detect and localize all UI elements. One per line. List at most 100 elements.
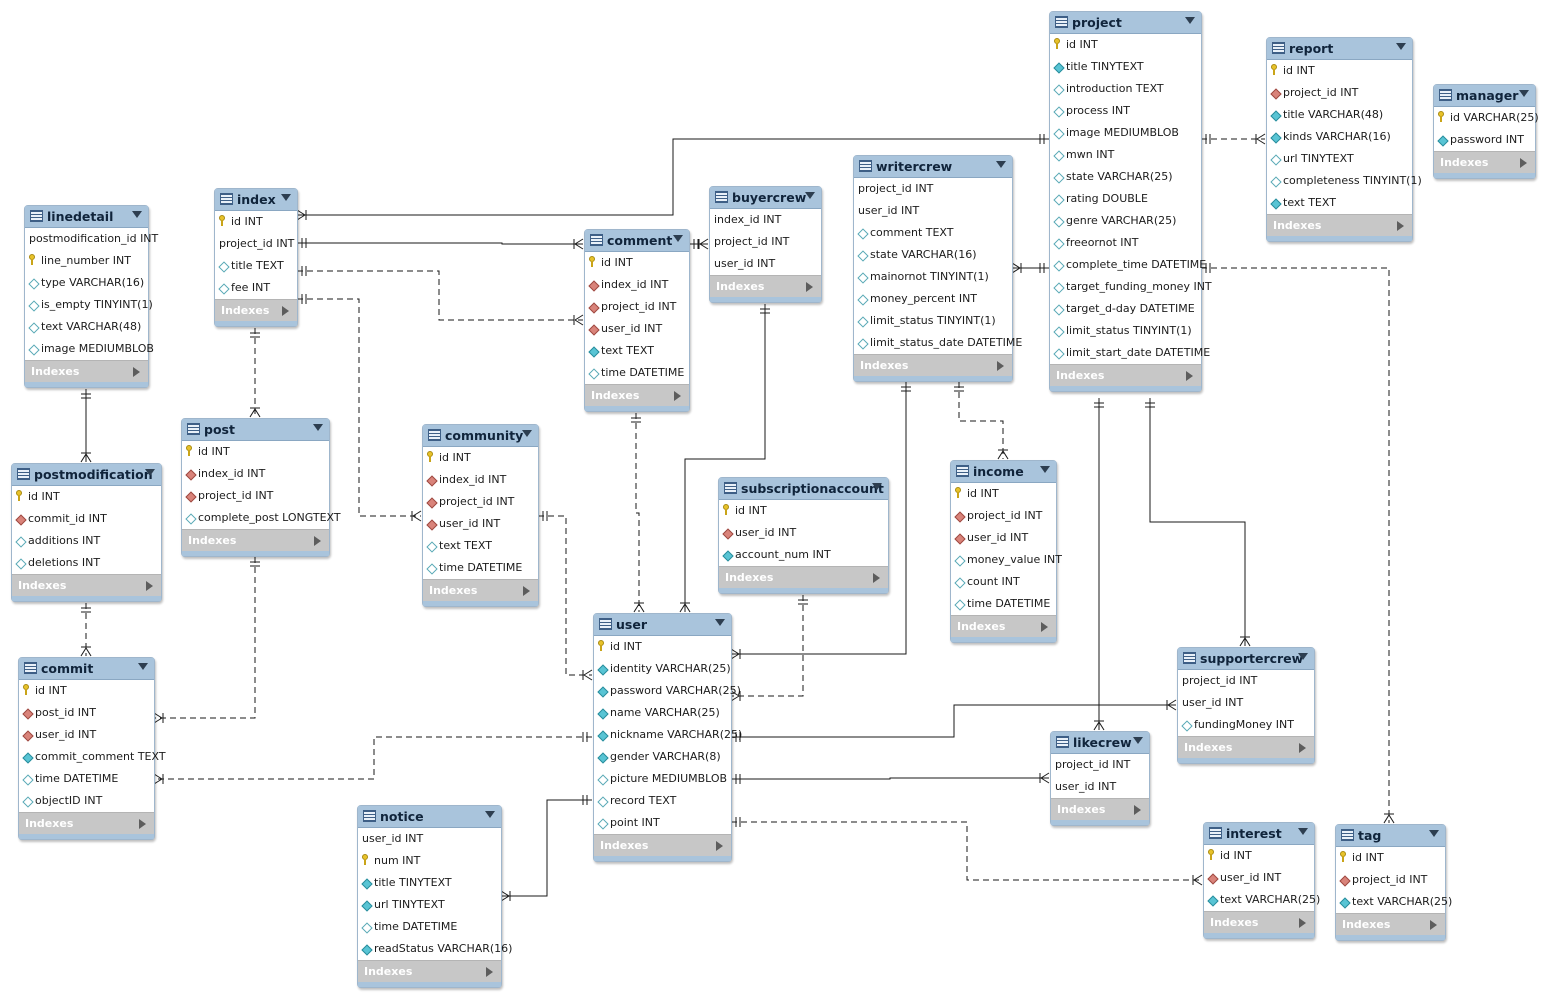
collapse-arrow-icon[interactable] [1519,90,1529,97]
column-row[interactable]: id INT [1267,60,1412,82]
collapse-arrow-icon[interactable] [805,192,815,199]
column-row[interactable]: user_id INT [719,522,888,544]
table-header[interactable]: post [182,419,329,441]
collapse-arrow-icon[interactable] [1040,466,1050,473]
collapse-arrow-icon[interactable] [1396,43,1406,50]
column-row[interactable]: url TINYTEXT [358,894,501,916]
table-header[interactable]: interest [1204,823,1314,845]
column-row[interactable]: text VARCHAR(25) [1336,891,1452,913]
column-row[interactable]: picture MEDIUMBLOB [594,768,731,790]
column-row[interactable]: time DATETIME [951,593,1056,615]
collapse-arrow-icon[interactable] [673,235,683,242]
table-header[interactable]: report [1267,38,1412,60]
indexes-section[interactable]: Indexes [1178,736,1314,758]
table-header[interactable]: buyercrew [710,187,821,209]
expand-arrow-icon[interactable] [674,391,681,401]
column-row[interactable]: completeness TINYINT(1) [1267,170,1422,192]
column-row[interactable]: title TEXT [215,255,297,277]
table-header[interactable]: supportercrew [1178,648,1314,670]
table-header[interactable]: postmodification [12,464,161,486]
relationship-user-comment[interactable] [635,413,640,612]
column-row[interactable]: password VARCHAR(25) [594,680,741,702]
collapse-arrow-icon[interactable] [132,211,142,218]
column-row[interactable]: user_id INT [710,253,821,275]
expand-arrow-icon[interactable] [1397,221,1404,231]
expand-arrow-icon[interactable] [806,282,813,292]
column-row[interactable]: id INT [423,447,538,469]
indexes-section[interactable]: Indexes [1204,911,1314,933]
column-row[interactable]: text TEXT [585,340,689,362]
collapse-arrow-icon[interactable] [1185,17,1195,24]
column-row[interactable]: line_number INT [25,250,148,272]
column-row[interactable]: type VARCHAR(16) [25,272,148,294]
table-header[interactable]: commit [19,658,154,680]
column-row[interactable]: project_id INT [182,485,329,507]
relationship-index-comment[interactable] [297,242,583,245]
indexes-section[interactable]: Indexes [1336,913,1445,935]
collapse-arrow-icon[interactable] [138,663,148,670]
column-row[interactable]: gender VARCHAR(8) [594,746,731,768]
column-row[interactable]: limit_status TINYINT(1) [854,310,1012,332]
table-header[interactable]: user [594,614,731,636]
relationship-user-likecrew[interactable] [731,777,1049,780]
column-row[interactable]: rating DOUBLE [1050,188,1201,210]
column-row[interactable]: id INT [719,500,888,522]
collapse-arrow-icon[interactable] [1298,653,1308,660]
column-row[interactable]: index_id INT [585,274,689,296]
column-row[interactable]: project_id INT [710,231,821,253]
column-row[interactable]: complete_time DATETIME [1050,254,1206,276]
collapse-arrow-icon[interactable] [872,483,882,490]
column-row[interactable]: title VARCHAR(48) [1267,104,1412,126]
column-row[interactable]: id INT [12,486,161,508]
column-row[interactable]: state VARCHAR(25) [1050,166,1201,188]
column-row[interactable]: project_id INT [423,491,538,513]
indexes-section[interactable]: Indexes [585,384,689,406]
expand-arrow-icon[interactable] [139,819,146,829]
column-row[interactable]: money_percent INT [854,288,1012,310]
expand-arrow-icon[interactable] [282,306,289,316]
column-row[interactable]: comment TEXT [854,222,1012,244]
collapse-arrow-icon[interactable] [996,161,1006,168]
column-row[interactable]: text TEXT [1267,192,1412,214]
column-row[interactable]: limit_status_date DATETIME [854,332,1022,354]
relationship-user-community[interactable] [538,515,592,676]
column-row[interactable]: title TINYTEXT [358,872,501,894]
column-row[interactable]: time DATETIME [585,362,689,384]
collapse-arrow-icon[interactable] [1133,737,1143,744]
column-row[interactable]: id INT [585,252,689,274]
column-row[interactable]: deletions INT [12,552,161,574]
collapse-arrow-icon[interactable] [522,430,532,437]
column-row[interactable]: user_id INT [1178,692,1314,714]
indexes-section[interactable]: Indexes [1267,214,1412,236]
column-row[interactable]: text VARCHAR(48) [25,316,148,338]
column-row[interactable]: index_id INT [182,463,329,485]
relationship-writercrew-income[interactable] [958,382,1004,459]
indexes-section[interactable]: Indexes [594,834,731,856]
relationship-post-commit[interactable] [154,557,256,719]
indexes-section[interactable]: Indexes [1434,151,1535,173]
column-row[interactable]: user_id INT [1051,776,1149,798]
column-row[interactable]: freeornot INT [1050,232,1201,254]
indexes-section[interactable]: Indexes [215,299,297,321]
indexes-section[interactable]: Indexes [719,566,888,588]
expand-arrow-icon[interactable] [997,361,1004,371]
indexes-section[interactable]: Indexes [358,960,501,982]
column-row[interactable]: additions INT [12,530,161,552]
collapse-arrow-icon[interactable] [485,811,495,818]
column-row[interactable]: image MEDIUMBLOB [1050,122,1201,144]
expand-arrow-icon[interactable] [716,841,723,851]
column-row[interactable]: title TINYTEXT [1050,56,1201,78]
indexes-section[interactable]: Indexes [1051,798,1149,820]
